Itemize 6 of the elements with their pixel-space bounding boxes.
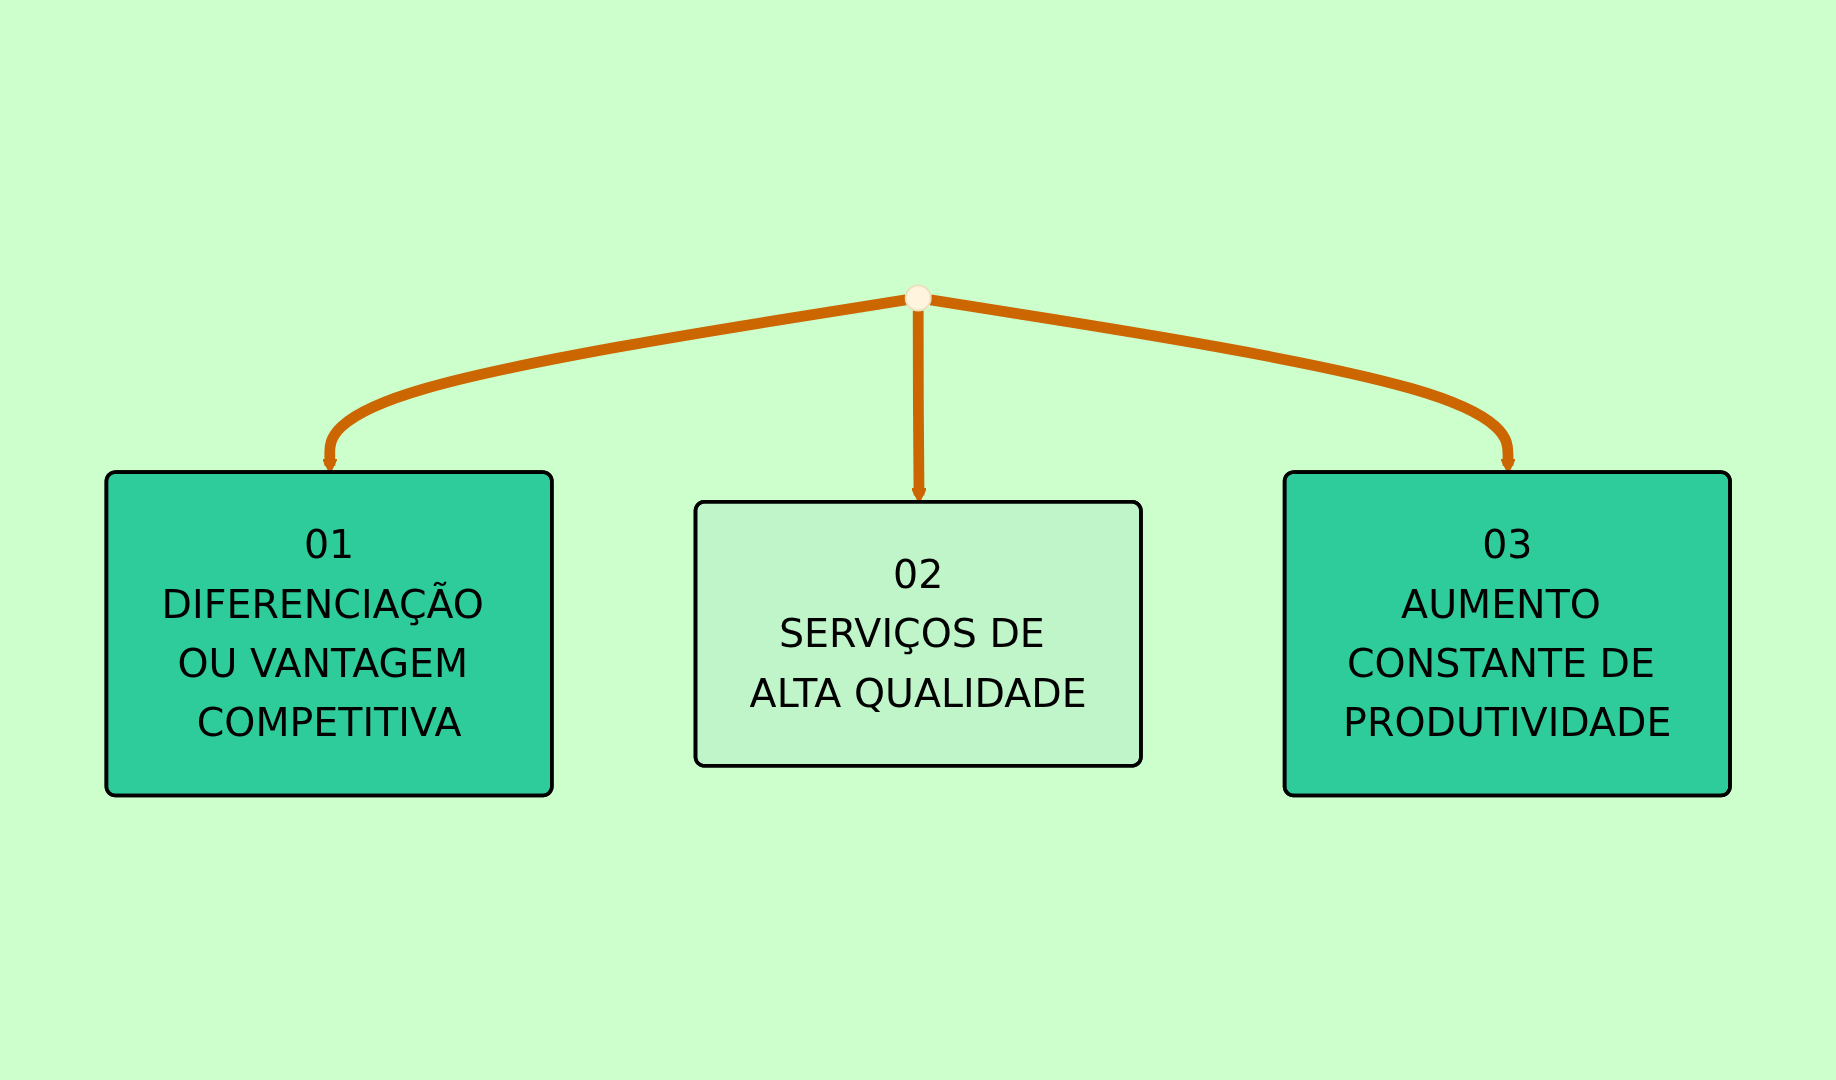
box-label: 03 AUMENTO CONSTANTE DE PRODUTIVIDADE — [1341, 521, 1673, 747]
process-box — [1282, 469, 1732, 797]
box-label: 02 SERVIÇOS DE ALTA QUALIDADE — [748, 550, 1088, 718]
process-box — [693, 499, 1143, 768]
box-label: 01 DIFERENCIAÇÃO OU VANTAGEM COMPETITIVA — [160, 521, 485, 747]
process-box — [104, 469, 554, 797]
